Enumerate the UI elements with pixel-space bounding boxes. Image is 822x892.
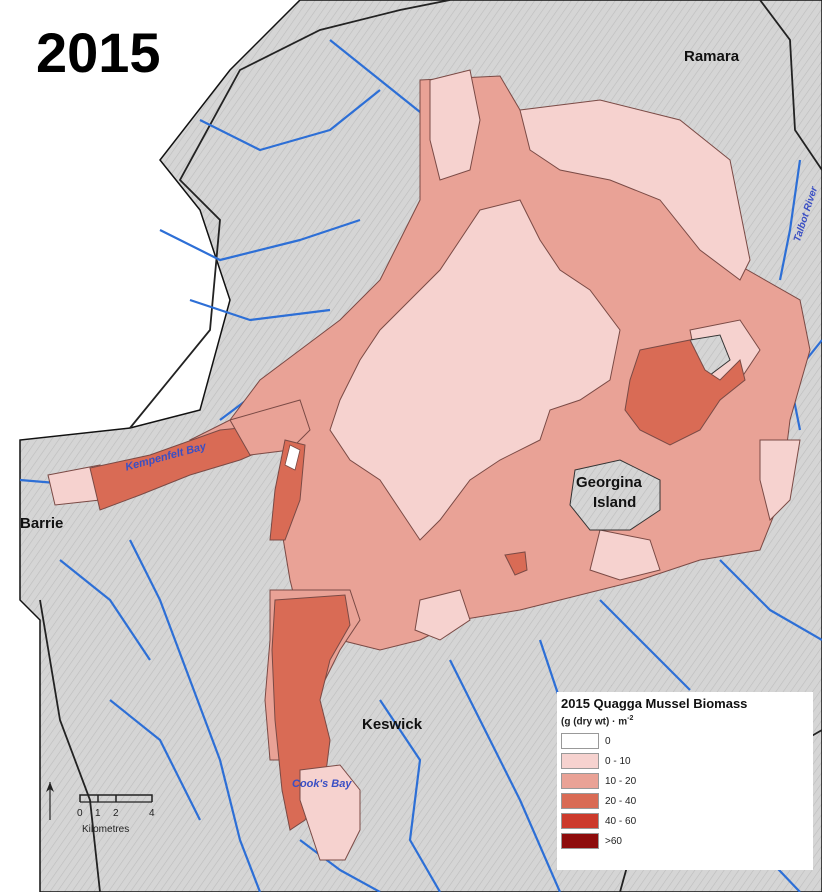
legend-label: 0 - 10: [605, 755, 631, 767]
legend: 2015 Quagga Mussel Biomass (g (dry wt) ·…: [557, 692, 813, 870]
legend-item: >60: [561, 832, 622, 850]
label-georgina: Georgina: [576, 474, 642, 491]
zone-0-10-southeast: [589, 529, 661, 581]
river: [329, 39, 431, 121]
georgina-island: [569, 459, 661, 531]
river: [189, 298, 331, 322]
river: [719, 559, 822, 641]
river: [778, 159, 802, 281]
river: [599, 599, 691, 691]
river: [59, 559, 151, 661]
river: [299, 839, 381, 892]
legend-swatch: [561, 793, 599, 809]
scale-tick-2: 2: [113, 808, 119, 819]
river: [379, 699, 441, 892]
legend-label: 10 - 20: [605, 775, 637, 787]
scale-unit: Kilometres: [82, 824, 130, 835]
scale-tick-4: 4: [149, 808, 155, 819]
county-border-east: [759, 0, 822, 171]
legend-label: 40 - 60: [605, 815, 637, 827]
river: [449, 659, 562, 892]
legend-item: 40 - 60: [561, 812, 636, 830]
river: [159, 218, 361, 262]
land-notch: [284, 444, 301, 471]
legend-swatch: [561, 733, 599, 749]
zone-0-10-south-east: [414, 589, 471, 641]
scale-bar: 0 1 2 4 Kilometres: [40, 780, 190, 850]
legend-item: 0 - 10: [561, 752, 631, 770]
zone-0-10-east-strip: [759, 439, 801, 521]
scale-bar-graphic: [46, 782, 153, 820]
scale-tick-0: 0: [77, 808, 83, 819]
label-island: Island: [593, 494, 637, 511]
label-keswick: Keswick: [362, 716, 423, 733]
legend-label: >60: [605, 835, 622, 847]
river: [109, 699, 201, 821]
legend-item: 10 - 20: [561, 772, 636, 790]
river: [129, 539, 262, 892]
legend-units: (g (dry wt) · m-2: [561, 715, 634, 728]
label-barrie: Barrie: [20, 515, 64, 532]
legend-label: 0: [605, 735, 611, 747]
legend-swatch: [561, 833, 599, 849]
legend-swatch: [561, 773, 599, 789]
zone-0-10-central: [329, 199, 621, 541]
legend-swatch: [561, 813, 599, 829]
year-title: 2015: [36, 21, 161, 84]
legend-title: 2015 Quagga Mussel Biomass: [561, 696, 748, 711]
north-arrow-head-icon: [46, 782, 54, 792]
zone-20-40-east: [624, 339, 746, 446]
scale-tick-1: 1: [95, 808, 101, 819]
zone-20-40-small: [504, 551, 528, 576]
label-ramara: Ramara: [684, 48, 740, 65]
zone-0-10-cooks: [299, 764, 361, 861]
scale-ticks: [79, 794, 153, 802]
legend-swatch: [561, 753, 599, 769]
label-cooks-bay: Cook's Bay: [292, 778, 352, 790]
zone-0-10-north: [429, 69, 481, 181]
county-border-south: [39, 599, 101, 892]
legend-label: 20 - 40: [605, 795, 637, 807]
rivers: [19, 39, 822, 892]
river: [199, 89, 381, 152]
legend-item: 0: [561, 732, 611, 750]
legend-item: 20 - 40: [561, 792, 636, 810]
zone-0-10-northeast: [519, 99, 751, 281]
